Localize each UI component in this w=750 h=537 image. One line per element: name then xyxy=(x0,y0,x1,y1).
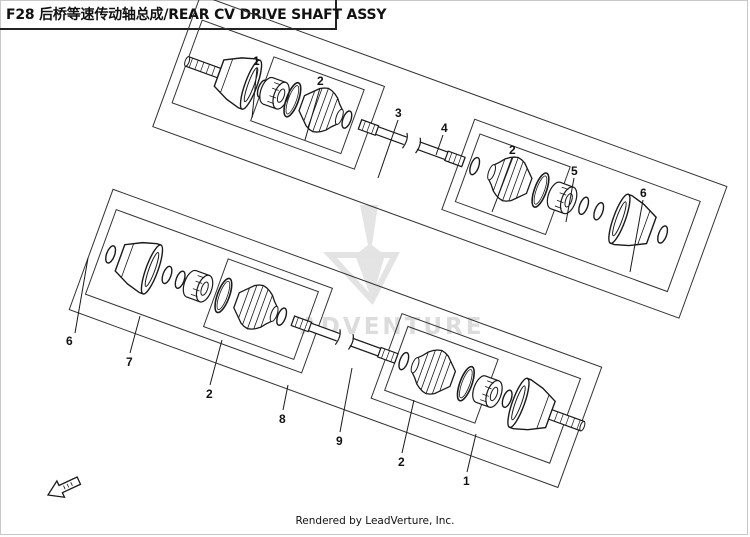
callout-3: 3 xyxy=(395,106,402,120)
circlip-right xyxy=(591,200,607,222)
inner-cage-right xyxy=(543,179,581,217)
callout-7: 7 xyxy=(126,355,133,369)
circlip-lower xyxy=(159,264,175,286)
front-direction-arrow-icon xyxy=(46,476,82,499)
cv-boot-lower-right xyxy=(403,341,462,402)
callout-6-lower: 6 xyxy=(66,334,73,348)
inner-joint-housing-lower xyxy=(110,232,168,297)
small-clamp-right xyxy=(467,155,483,177)
callout-5: 5 xyxy=(571,164,578,178)
cv-boot-lower xyxy=(228,277,286,338)
half-shaft-3 xyxy=(356,116,467,171)
outer-joint-stub-lower xyxy=(548,409,587,433)
render-credit: Rendered by LeadVerture, Inc. xyxy=(295,515,455,527)
inner-race-lower-right xyxy=(468,373,506,411)
lower-assembly-group xyxy=(68,188,603,489)
callout-6-upper: 6 xyxy=(640,186,647,200)
cv-boot-right xyxy=(480,148,538,209)
o-ring-6-upper xyxy=(655,223,671,246)
callout-4: 4 xyxy=(441,121,448,135)
outer-joint-housing-lower xyxy=(503,375,560,440)
callout-1-upper: 1 xyxy=(253,54,260,68)
callout-2-upper-right: 2 xyxy=(509,143,516,157)
diagram-title: F28 后桥等速传动轴总成/REAR CV DRIVE SHAFT ASSY xyxy=(0,0,386,30)
leader-lines xyxy=(74,67,644,473)
group-box-4 xyxy=(152,0,728,319)
o-ring-6-lower xyxy=(103,243,119,265)
callout-2-upper-left: 2 xyxy=(317,74,324,88)
callout-2-lower-left: 2 xyxy=(206,387,213,401)
watermark-logo xyxy=(323,205,400,306)
callout-8: 8 xyxy=(279,412,286,426)
snap-ring-right xyxy=(576,195,592,217)
outer-joint-stub xyxy=(182,55,222,79)
callout-2-lower-right: 2 xyxy=(398,455,405,469)
small-clamp-lower-right xyxy=(396,350,412,372)
callout-9: 9 xyxy=(336,434,343,448)
inner-joint-housing xyxy=(604,191,661,256)
cv-boot xyxy=(293,80,351,141)
inner-race-cage xyxy=(255,74,294,112)
callout-1-lower: 1 xyxy=(463,474,470,488)
upper-assembly-group xyxy=(152,0,728,319)
